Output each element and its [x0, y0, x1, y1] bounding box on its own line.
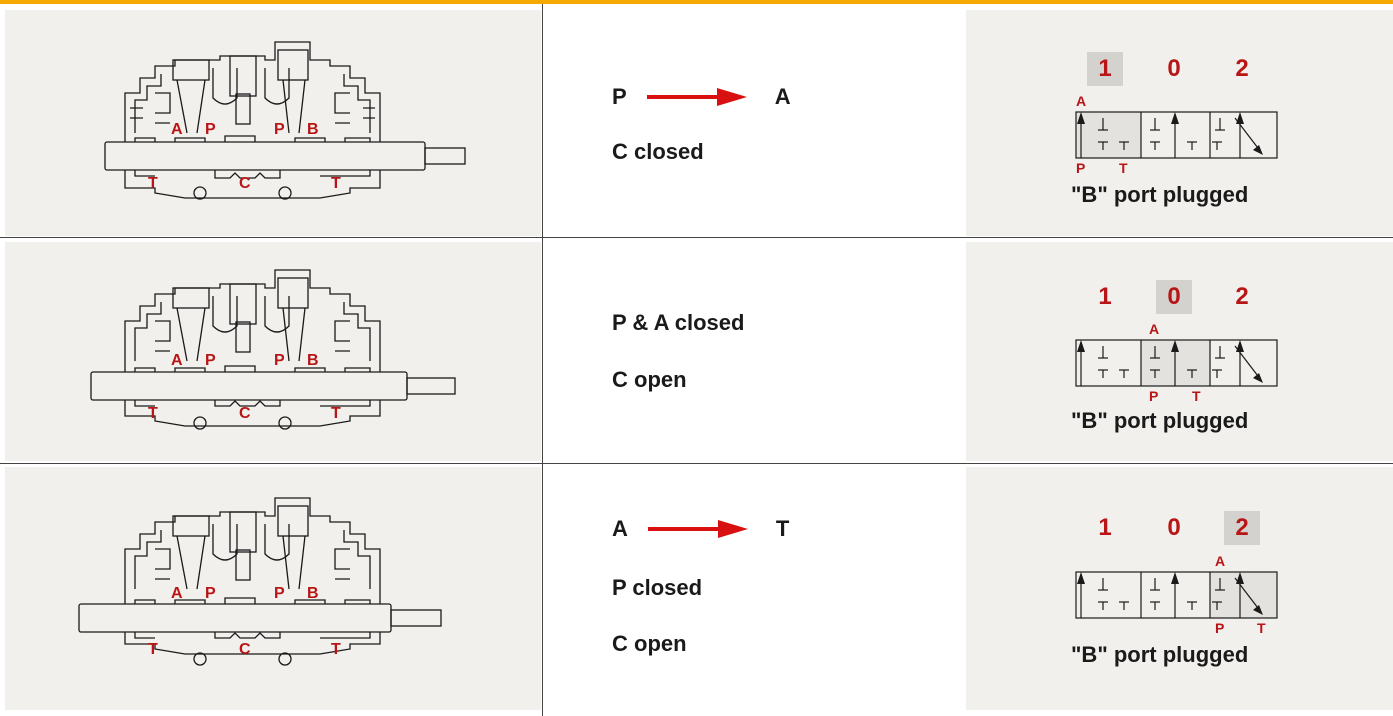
valve-port-a: A [171, 585, 183, 602]
flow-from: A [612, 516, 628, 541]
valve-port-p-right: P [274, 121, 285, 138]
status-line: C open [612, 631, 687, 656]
status-line: C open [612, 367, 687, 392]
valve-port-p-left: P [205, 352, 216, 369]
valve-port-b: B [307, 585, 319, 602]
column-divider [542, 4, 543, 716]
position-0: 0 [1156, 280, 1192, 314]
plug-note: "B" port plugged [1071, 642, 1249, 667]
flow-statement: A T [612, 516, 789, 542]
valve-port-a: A [171, 352, 183, 369]
red-arrow-icon [647, 520, 748, 538]
symbol-port-t: T [1119, 160, 1128, 176]
position-0: 0 [1167, 55, 1181, 82]
row-divider-2 [0, 463, 1393, 464]
valve-port-p-left: P [205, 121, 216, 138]
valve-cross-section-2: A P P B T C T [90, 269, 456, 430]
valve-port-a: A [171, 121, 183, 138]
status-line: C closed [612, 139, 704, 164]
status-line: P & A closed [612, 310, 745, 335]
valve-port-t-right: T [331, 405, 341, 422]
row-2-valve-panel [5, 242, 541, 461]
position-1: 1 [1087, 52, 1123, 86]
row-1-symbol-panel [966, 10, 1393, 236]
top-accent-bar [0, 0, 1393, 4]
valve-port-t-left: T [148, 641, 158, 658]
valve-cross-section-1: A P P B T C T [104, 41, 466, 200]
status-line: P closed [612, 575, 703, 600]
valve-port-p-left: P [205, 585, 216, 602]
valve-port-p-right: P [274, 585, 285, 602]
valve-port-b: B [307, 352, 319, 369]
position-labels-2: 1 0 2 [1087, 280, 1277, 314]
symbol-port-a: A [1215, 553, 1225, 569]
position-1: 1 [1098, 514, 1112, 541]
position-0: 0 [1167, 514, 1181, 541]
flow-to: T [775, 516, 790, 541]
valve-port-b: B [307, 121, 319, 138]
symbol-port-t: T [1257, 620, 1266, 636]
valve-port-t-left: T [148, 405, 158, 422]
symbol-port-a: A [1076, 93, 1086, 109]
valve-port-c: C [239, 405, 251, 422]
valve-symbol-1: A P T [1075, 93, 1278, 176]
valve-port-c: C [239, 175, 251, 192]
symbol-port-p: P [1215, 620, 1224, 636]
flow-to: A [774, 84, 791, 109]
position-2: 2 [1224, 511, 1260, 545]
symbol-port-t: T [1192, 388, 1201, 404]
position-labels-3: 1 0 2 [1087, 511, 1277, 545]
valve-port-t-right: T [331, 175, 341, 192]
plug-note: "B" port plugged [1071, 182, 1249, 207]
valve-port-c: C [239, 641, 251, 658]
valve-symbol-2: A P T [1075, 321, 1278, 404]
symbol-port-p: P [1149, 388, 1158, 404]
position-2: 2 [1235, 55, 1249, 82]
valve-cross-section-3: A P P B T C T [78, 497, 442, 666]
valve-port-t-right: T [331, 641, 341, 658]
position-2: 2 [1235, 283, 1249, 310]
symbol-port-a: A [1149, 321, 1159, 337]
row-3-symbol-panel [966, 467, 1393, 710]
valve-port-t-left: T [148, 175, 158, 192]
position-1: 1 [1098, 283, 1112, 310]
red-arrow-icon [646, 88, 747, 106]
plug-note: "B" port plugged [1071, 408, 1249, 433]
valve-symbol-3: A P T [1075, 553, 1278, 636]
position-labels-1: 1 0 2 [1087, 52, 1277, 86]
symbol-port-p: P [1076, 160, 1085, 176]
row-3-valve-panel [5, 467, 541, 710]
flow-from: P [612, 84, 627, 109]
row-divider-1 [0, 237, 1393, 238]
valve-port-p-right: P [274, 352, 285, 369]
flow-statement: P A [612, 84, 791, 110]
